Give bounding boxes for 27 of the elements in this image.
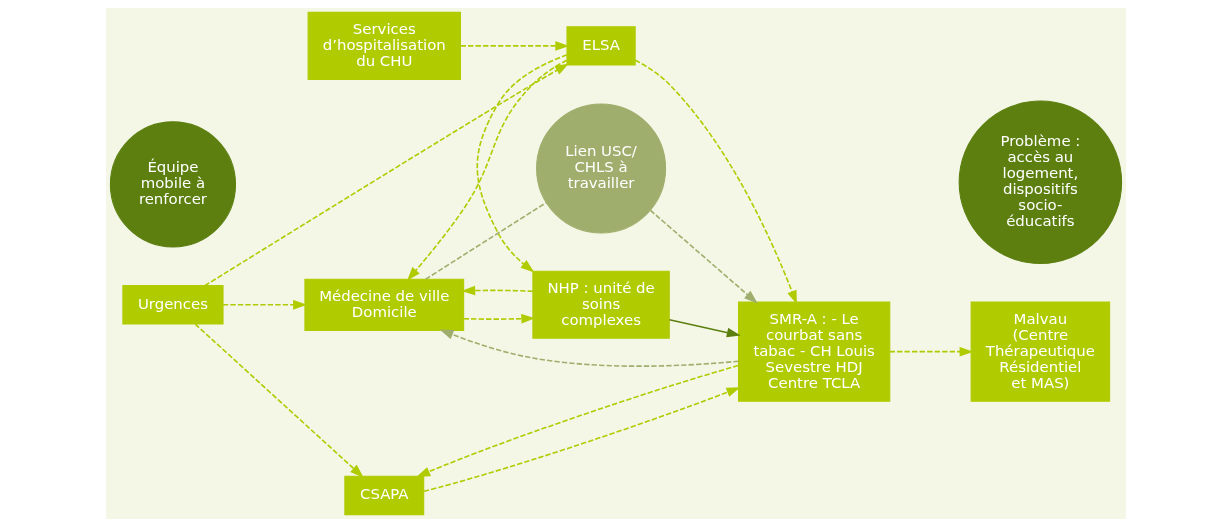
node-box: NHP : unité de soins complexes: [531, 270, 670, 339]
connector: [424, 201, 547, 280]
arrow: [193, 323, 364, 478]
arrow: [459, 41, 569, 51]
arrow: [422, 387, 740, 492]
arrow: [415, 364, 739, 478]
arrow: [221, 299, 307, 310]
node-circle: Problème : accès au logement, dispositifs socio-éducatifs: [958, 100, 1122, 265]
arrow: [462, 313, 535, 324]
arrow: [203, 63, 569, 287]
arrow: [460, 285, 534, 296]
node-box: ELSA: [565, 26, 636, 66]
arrow: [406, 59, 568, 281]
node-box: Malvau (Centre Thérapeutique Résidentiel et MAS): [970, 301, 1110, 402]
node-circle: Lien USC/ CHLS à travailler: [535, 103, 666, 234]
node-circle: Équipe mobile à renforcer: [109, 121, 236, 248]
arrow: [475, 54, 568, 273]
node-box: SMR-A : - Le courbat sans tabac - CH Louis Sevestre HDJ Centre TCLA: [737, 301, 890, 402]
arrow: [649, 209, 758, 304]
arrow: [634, 59, 797, 305]
node-box: Médecine de ville Domicile: [303, 278, 464, 331]
arrow: [668, 318, 741, 338]
node-box: Services d’hospitalisation du CHU: [307, 11, 461, 80]
node-box: CSAPA: [343, 475, 424, 516]
arrow: [439, 329, 739, 367]
arrow: [888, 346, 973, 357]
node-box: Urgences: [121, 285, 224, 325]
